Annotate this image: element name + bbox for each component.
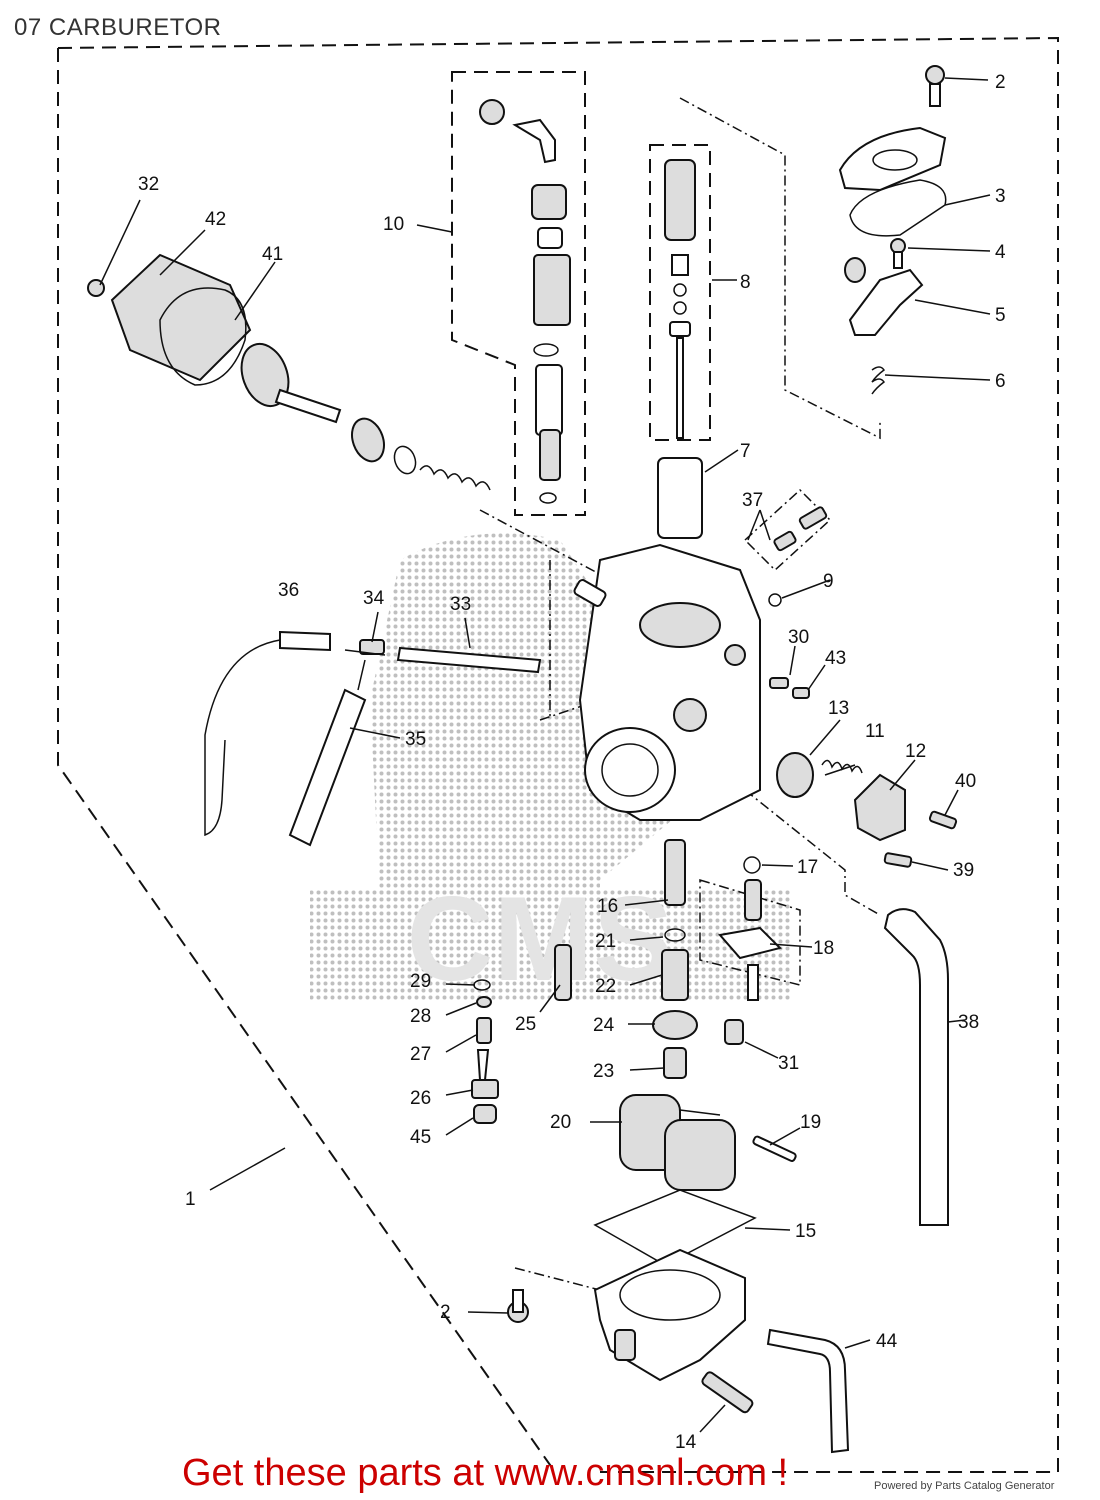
callout-23: 23 — [593, 1061, 614, 1082]
part-throttle-lever-5 — [844, 257, 924, 336]
part-cover-12 — [853, 773, 906, 842]
part-stack-10 — [479, 99, 571, 504]
callout-18: 18 — [813, 938, 834, 959]
part-cover-42 — [110, 253, 252, 382]
callout-13: 13 — [828, 698, 849, 719]
callout-26: 26 — [410, 1088, 431, 1109]
callout-19: 19 — [800, 1112, 821, 1133]
part-jet-25 — [554, 944, 572, 1001]
cmsnl-promo-link[interactable]: Get these parts at www.cmsnl.com ! — [182, 1452, 789, 1494]
callout-12: 12 — [905, 741, 926, 762]
callout-31: 31 — [778, 1053, 799, 1074]
callout-41: 41 — [262, 244, 283, 265]
part-screw-4 — [890, 238, 906, 269]
group-box-37 — [743, 488, 832, 572]
carburetor-body — [573, 543, 761, 821]
callout-36: 36 — [278, 580, 299, 601]
callout-40: 40 — [955, 771, 976, 792]
part-spring-6 — [871, 366, 886, 395]
credit-text: Powered by Parts Catalog Generator — [874, 1480, 1055, 1492]
guide-line-c — [514, 1267, 601, 1291]
callout-44: 44 — [876, 1331, 898, 1352]
part-pilot-tube — [204, 630, 542, 847]
callout-29: 29 — [410, 971, 431, 992]
callout-2b: 2 — [440, 1302, 451, 1323]
callout-32: 32 — [138, 174, 159, 195]
part-o-ring-9 — [768, 593, 782, 607]
callout-35: 35 — [405, 729, 426, 750]
callout-25: 25 — [515, 1014, 536, 1035]
callout-15: 15 — [795, 1221, 816, 1242]
part-screw-39 — [883, 852, 913, 868]
callout-22: 22 — [595, 976, 616, 997]
callout-30: 30 — [788, 627, 809, 648]
callout-labels: 1 2 2 3 4 5 6 7 8 9 10 11 12 13 14 15 16… — [138, 72, 1006, 1453]
part-hose-38 — [883, 908, 949, 1226]
callout-43: 43 — [825, 648, 846, 669]
part-screws-37 — [773, 506, 828, 552]
part-screw-43 — [792, 687, 810, 699]
part-needle-8 — [664, 159, 696, 439]
callout-38: 38 — [958, 1012, 979, 1033]
callout-8: 8 — [740, 272, 751, 293]
callout-9: 9 — [823, 571, 834, 592]
part-float-20 — [619, 1094, 736, 1191]
part-plunger-shaft — [240, 343, 491, 491]
guide-line-a — [479, 509, 621, 721]
callout-6: 6 — [995, 371, 1006, 392]
part-o-ring-17 — [743, 856, 761, 874]
callout-2: 2 — [995, 72, 1006, 93]
part-float-bowl — [593, 1248, 746, 1382]
part-gasket-15 — [593, 1189, 757, 1266]
callout-5: 5 — [995, 305, 1006, 326]
guide-line-b — [744, 789, 881, 916]
callout-16: 16 — [597, 896, 618, 917]
part-hose-44 — [766, 1328, 850, 1454]
callout-21: 21 — [595, 931, 616, 952]
part-gasket-3 — [849, 179, 947, 237]
part-pilot-screw-stack — [471, 979, 499, 1124]
callout-42: 42 — [205, 209, 226, 230]
callout-37: 37 — [742, 490, 763, 511]
part-screw-40 — [928, 810, 958, 830]
part-spring-11 — [821, 759, 863, 774]
callout-34: 34 — [363, 588, 385, 609]
callout-7: 7 — [740, 441, 751, 462]
part-screw-30 — [769, 677, 789, 689]
part-cap-screw — [925, 65, 945, 107]
callout-11: 11 — [865, 721, 885, 742]
group-box-8 — [649, 144, 711, 441]
callout-4: 4 — [995, 242, 1006, 263]
part-throttle-cap — [838, 126, 947, 192]
callout-3: 3 — [995, 186, 1006, 207]
callout-39: 39 — [953, 860, 974, 881]
callout-17: 17 — [797, 857, 818, 878]
callout-24: 24 — [593, 1015, 615, 1036]
callout-28: 28 — [410, 1006, 431, 1027]
callout-27: 27 — [410, 1044, 431, 1065]
part-gasket-41 — [159, 287, 247, 386]
leader-lines — [99, 77, 991, 1433]
callout-45: 45 — [410, 1127, 431, 1148]
top-cap-guide — [679, 97, 881, 440]
part-screw-31 — [724, 1019, 744, 1045]
part-diaphragm-13 — [776, 752, 814, 798]
part-jet-18 — [718, 879, 782, 1001]
part-jet-stack — [652, 839, 698, 1079]
callout-1: 1 — [185, 1189, 196, 1210]
callout-33: 33 — [450, 594, 471, 615]
part-slide-7 — [657, 457, 703, 539]
assembly-boundary — [57, 36, 1059, 1473]
group-box-10 — [451, 71, 586, 516]
callout-14: 14 — [675, 1432, 697, 1453]
group-box-18 — [699, 878, 801, 986]
callout-20: 20 — [550, 1112, 571, 1133]
part-screw-2-bottom — [507, 1289, 529, 1323]
part-drain-screw-14 — [701, 1371, 754, 1414]
part-pin-19 — [752, 1135, 797, 1162]
callout-10: 10 — [383, 214, 404, 235]
page-title: 07 CARBURETOR — [14, 14, 222, 41]
